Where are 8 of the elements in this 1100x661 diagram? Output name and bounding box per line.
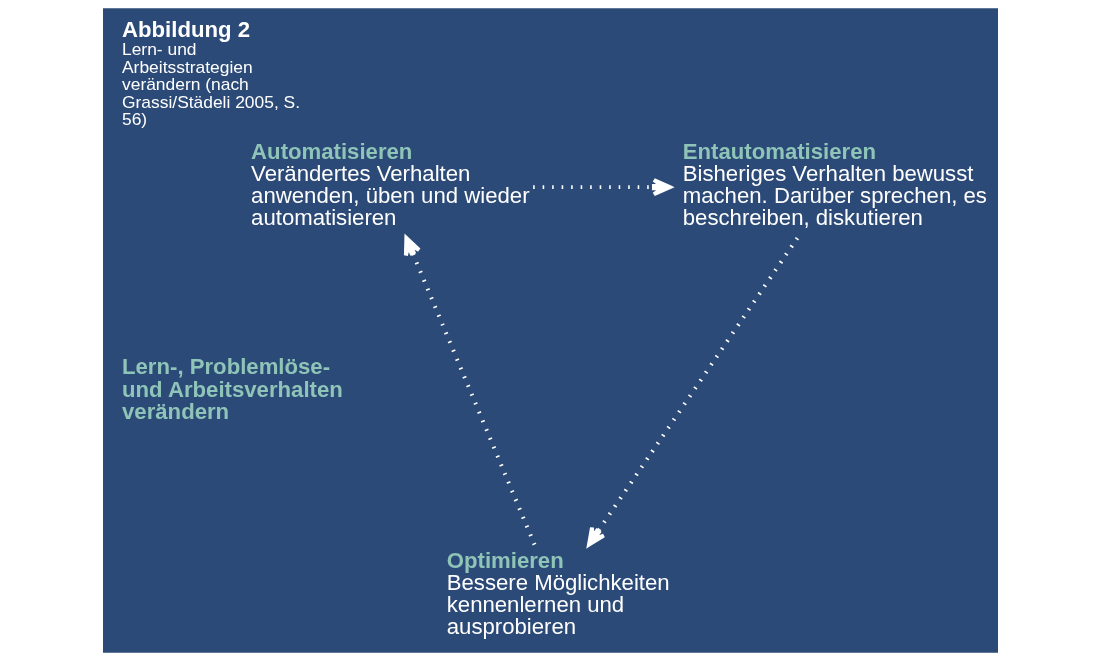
arrow bbox=[403, 236, 536, 546]
diagram-title: Abbildung 2 bbox=[121, 16, 250, 42]
node-text: Automatisieren Verändertes Verhalten anwenden, üben und wieder automatisieren bbox=[250, 138, 530, 231]
node-text: Optimieren Bessere Möglichkeiten kennenlernen und ausprobieren bbox=[446, 547, 670, 640]
label: Lern-, Problemlöse- und Arbeitsverhalten verändern bbox=[121, 354, 343, 424]
node-text: Entautomatisieren Bisheriges Verhalten bewusst machen. Darüber sprechen, es beschreiben, diskutieren bbox=[682, 138, 987, 231]
arrow bbox=[532, 178, 672, 197]
arrow bbox=[586, 236, 799, 547]
